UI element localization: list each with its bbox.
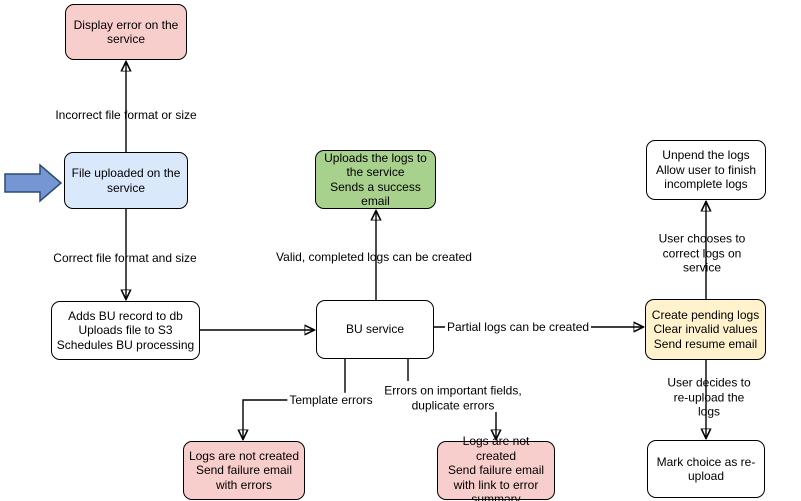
edge-label-reupload: User decides to re-upload the logs [667,375,751,419]
flow-node-logs-failure-errors: Logs are not created Send failure email … [183,441,305,500]
edge-label-incorrect-format: Incorrect file format or size [55,107,197,122]
node-label: File uploaded on the service [71,166,181,195]
node-label: Create pending logs Clear invalid values… [651,307,760,351]
edge-label-field-errors: Errors on important fields, duplicate er… [384,383,522,413]
node-label: Logs are not created Send failure email … [188,448,300,492]
node-label: Uploads the logs to the service Sends a … [324,150,427,209]
edge-label-template-errors: Template errors [287,392,375,408]
node-label: Mark choice as re- upload [656,454,756,484]
edge-label-valid-logs: Valid, completed logs can be created [276,249,472,264]
flow-node-mark-reupload: Mark choice as re- upload [647,440,765,498]
flow-node-uploads-logs: Uploads the logs to the service Sends a … [315,150,436,209]
flow-node-file-uploaded: File uploaded on the service [64,152,188,209]
node-label: Display error on the service [73,17,179,47]
flow-node-unpend-logs: Unpend the logs Allow user to finish inc… [646,140,766,200]
flow-node-logs-failure-summary: Logs are not created Send failure email … [437,434,555,501]
node-label: Adds BU record to db Uploads file to S3 … [56,308,195,352]
edge-label-correct-format: Correct file format and size [53,250,197,265]
edge-label-correct-on-service: User chooses to correct logs on service [658,231,746,275]
flow-node-bu-service: BU service [316,300,434,359]
flow-node-display-error: Display error on the service [65,4,187,60]
node-label: BU service [345,322,404,337]
node-label: Logs are not created Send failure email … [447,434,545,501]
node-label: Unpend the logs Allow user to finish inc… [655,148,757,192]
edge-label-partial-logs: Partial logs can be created [444,319,592,335]
flow-node-adds-bu-record: Adds BU record to db Uploads file to S3 … [51,301,200,360]
flow-node-create-pending-logs: Create pending logs Clear invalid values… [645,299,766,360]
